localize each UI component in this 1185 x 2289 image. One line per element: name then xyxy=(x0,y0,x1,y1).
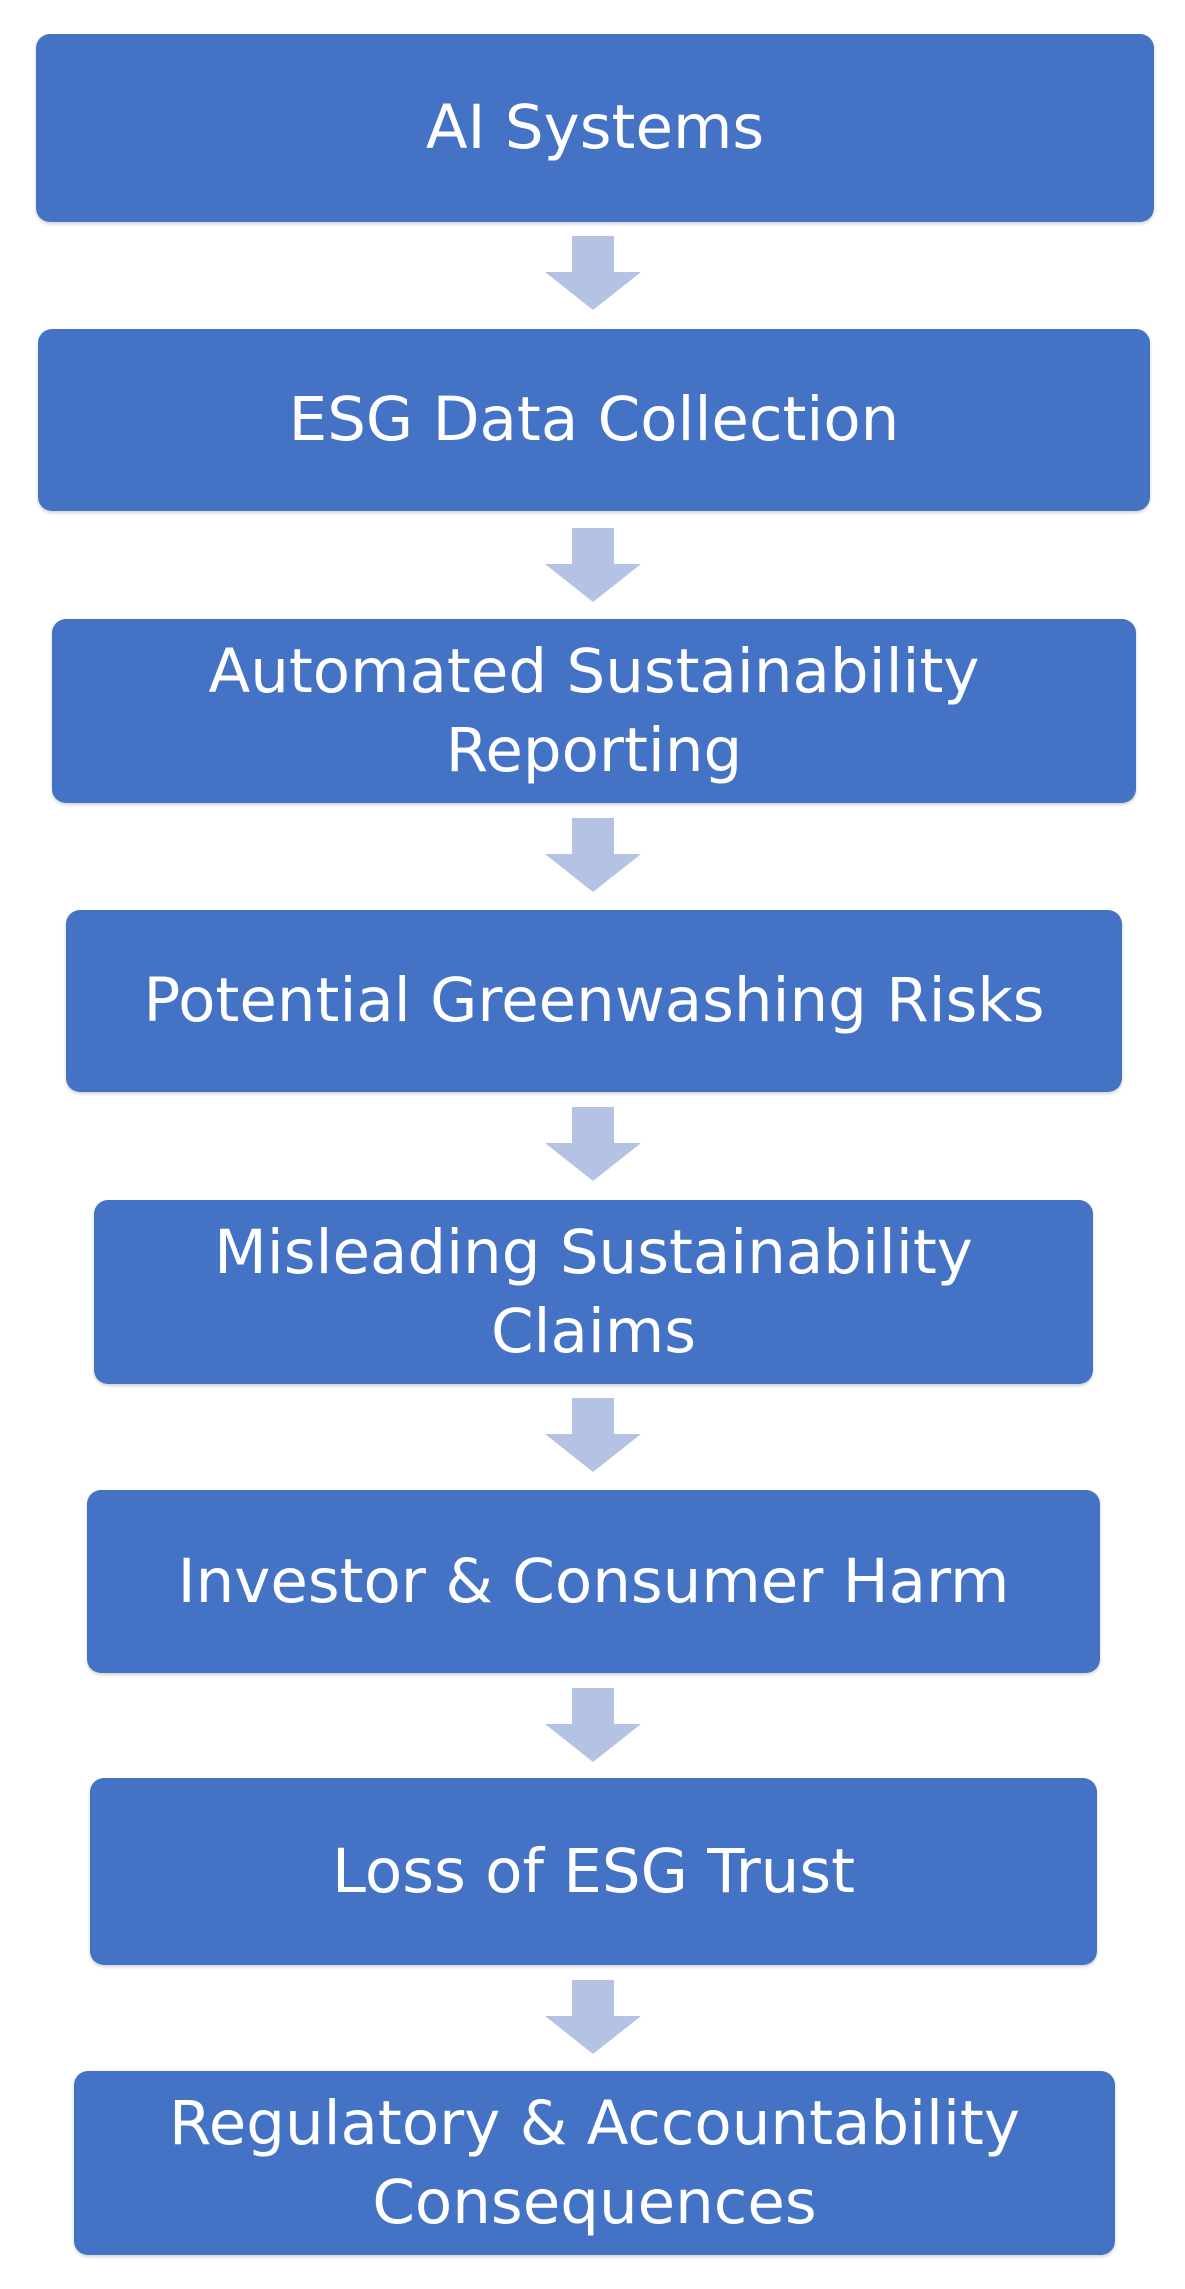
step-label: Automated Sustainability Reporting xyxy=(208,635,980,786)
step-potential-greenwashing-risks: Potential Greenwashing Risks xyxy=(66,910,1122,1092)
step-automated-sustainability-reporting: Automated Sustainability Reporting xyxy=(52,619,1136,803)
step-esg-data-collection: ESG Data Collection xyxy=(38,329,1150,511)
step-label: Loss of ESG Trust xyxy=(331,1835,856,1907)
step-label: ESG Data Collection xyxy=(288,384,900,456)
step-label: AI Systems xyxy=(425,92,765,164)
step-investor-consumer-harm: Investor & Consumer Harm xyxy=(87,1490,1100,1673)
step-label: Regulatory & Accountability Consequences xyxy=(169,2087,1020,2238)
step-label: Misleading Sustainability Claims xyxy=(214,1216,973,1367)
down-arrow-icon xyxy=(545,1688,641,1762)
step-label: Potential Greenwashing Risks xyxy=(143,965,1045,1037)
down-arrow-icon xyxy=(545,528,641,602)
down-arrow-icon xyxy=(545,1107,641,1181)
step-regulatory-accountability-consequences: Regulatory & Accountability Consequences xyxy=(74,2071,1115,2255)
down-arrow-icon xyxy=(545,1980,641,2054)
down-arrow-icon xyxy=(545,1398,641,1472)
step-ai-systems: AI Systems xyxy=(36,34,1154,222)
step-misleading-sustainability-claims: Misleading Sustainability Claims xyxy=(94,1200,1093,1384)
step-loss-of-esg-trust: Loss of ESG Trust xyxy=(90,1778,1097,1965)
down-arrow-icon xyxy=(545,236,641,310)
step-label: Investor & Consumer Harm xyxy=(177,1545,1010,1617)
down-arrow-icon xyxy=(545,818,641,892)
